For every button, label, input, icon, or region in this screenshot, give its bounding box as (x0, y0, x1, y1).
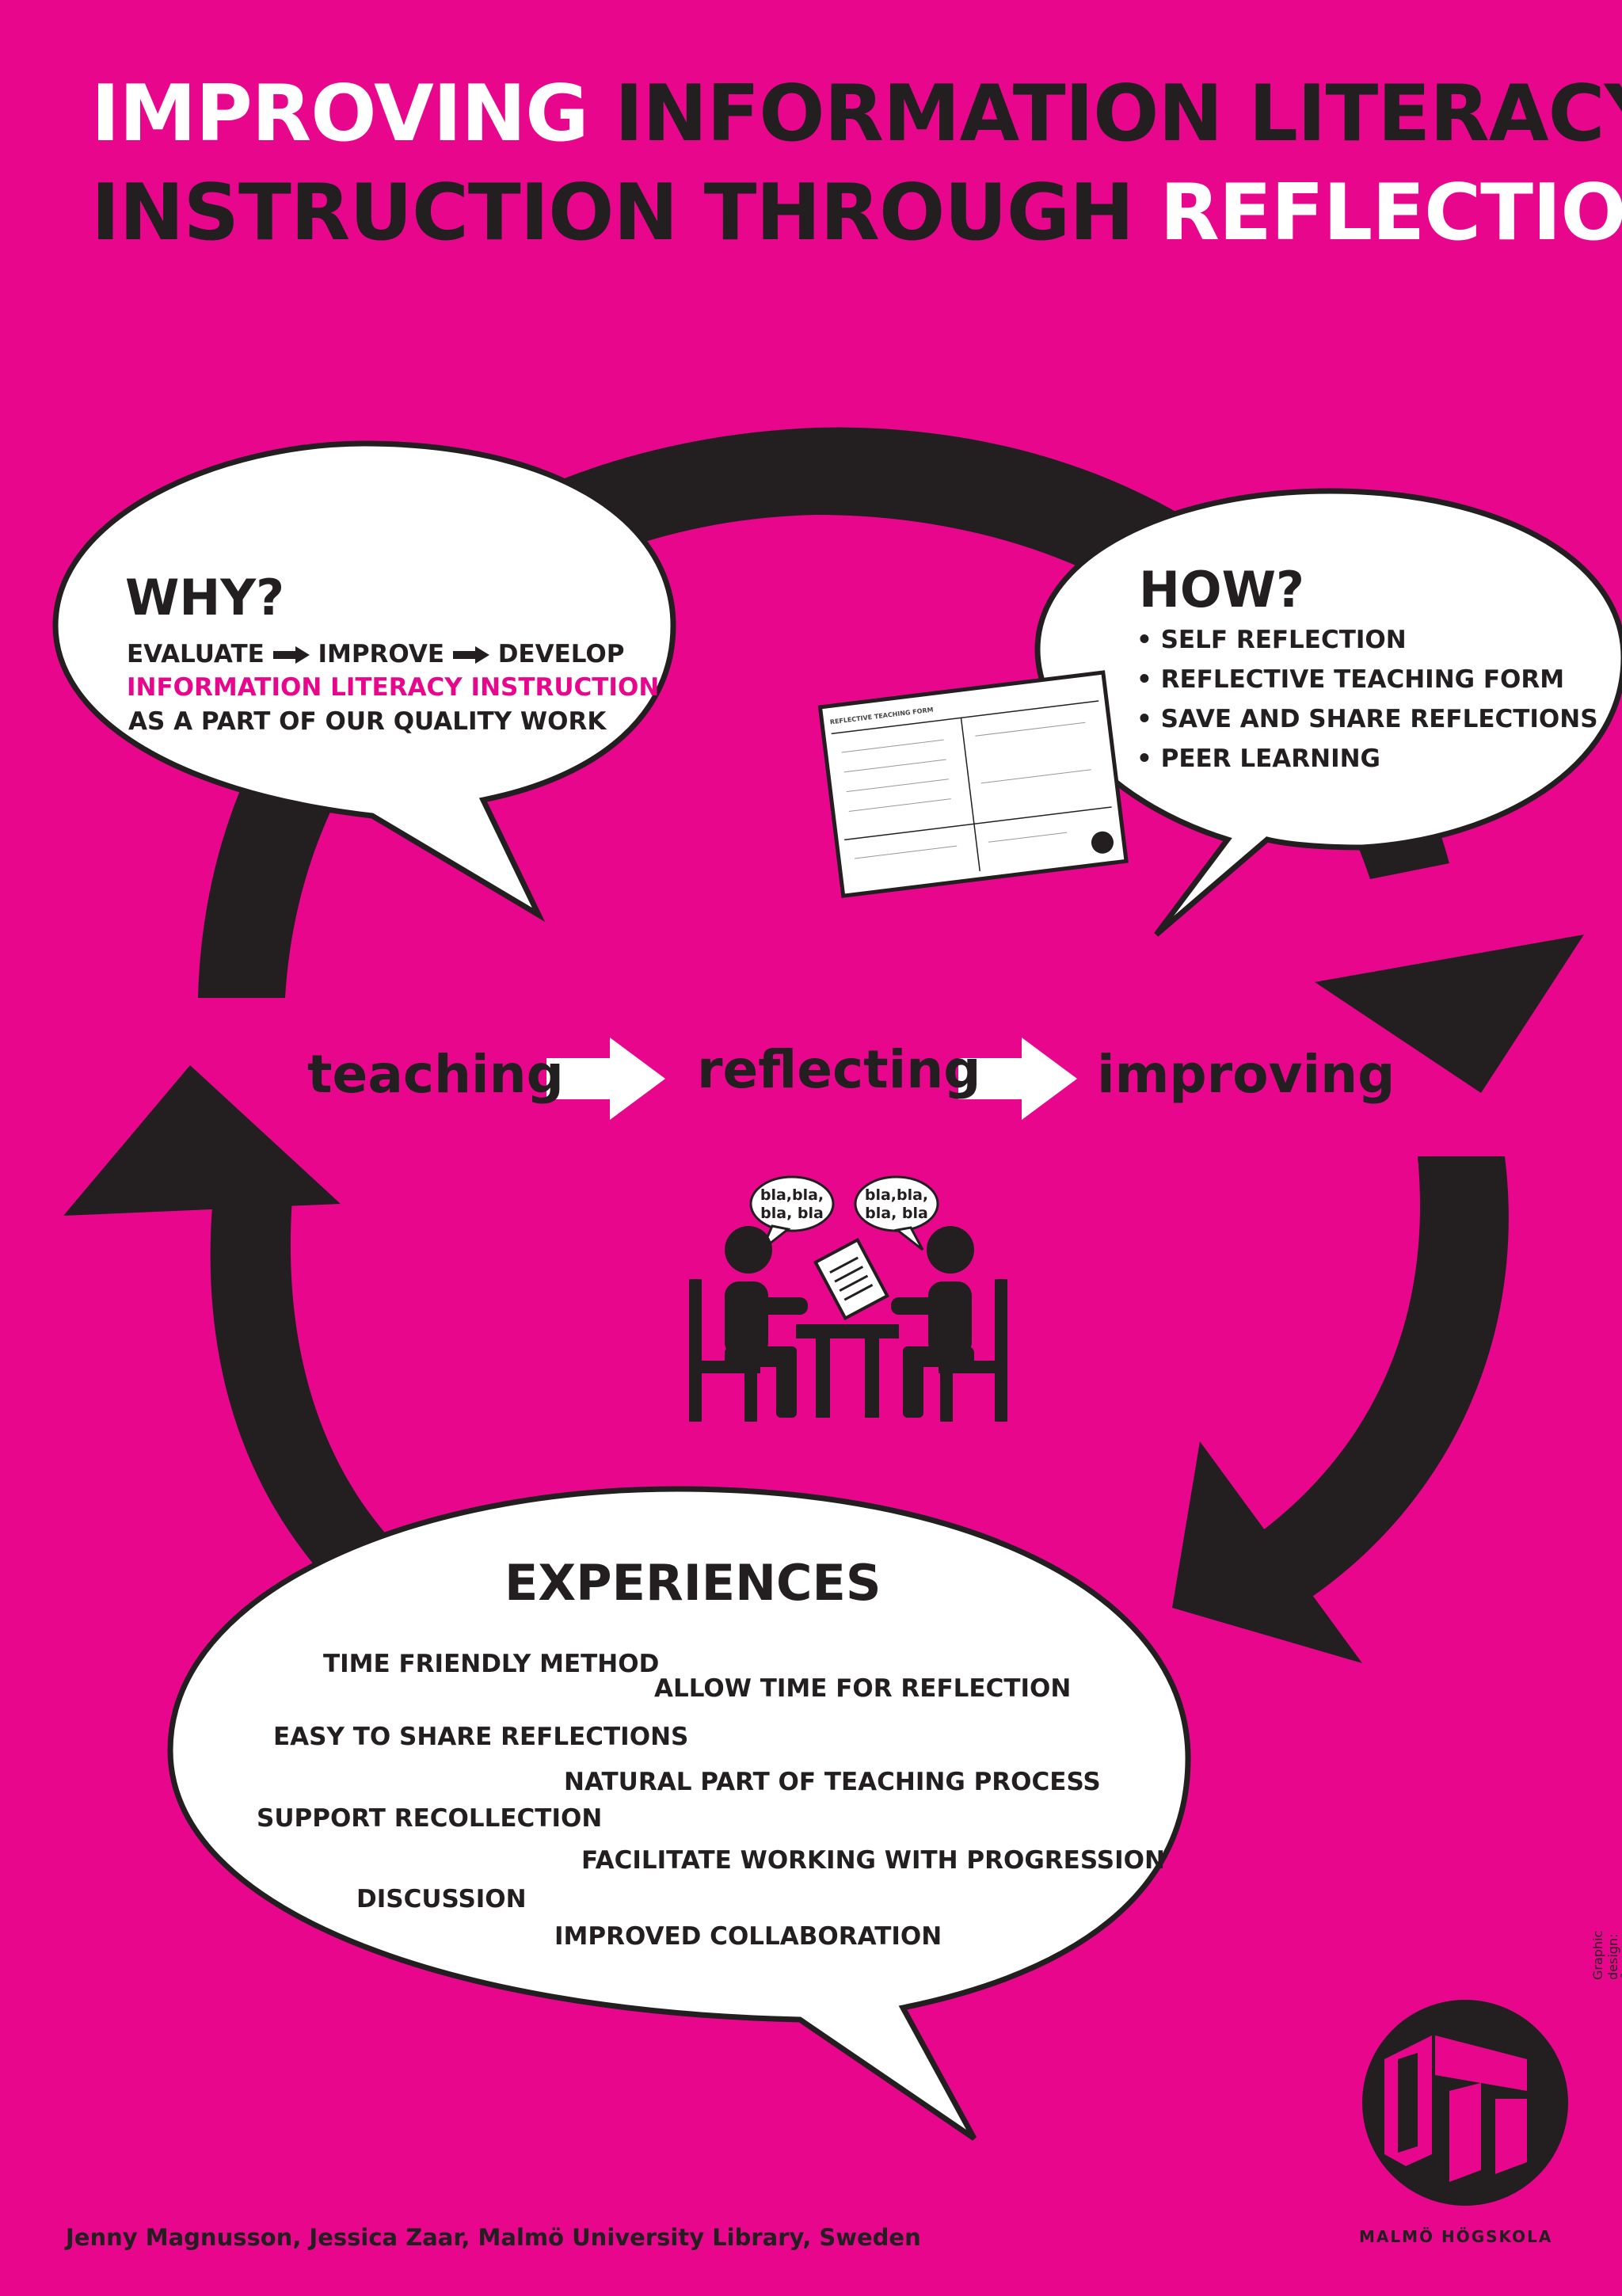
reflective-form-image: REFLECTIVE TEACHING FORM (817, 670, 1129, 898)
how-item-1: • SELF REFLECTION (1137, 626, 1407, 654)
arrow-right-icon (272, 642, 310, 664)
malmo-hogskola-logo (1362, 2000, 1568, 2206)
paper-icon (813, 1237, 889, 1321)
title-instruction-through: INSTRUCTION THROUGH (91, 168, 1134, 258)
why-bubble (52, 440, 676, 922)
talk-left-line2: bla, bla (760, 1205, 824, 1222)
design-credit: Graphic design: Åsa Tosting (1590, 1930, 1622, 1980)
how-item-2: • REFLECTIVE TEACHING FORM (1137, 665, 1565, 694)
experience-item-5: SUPPORT RECOLLECTION (257, 1804, 603, 1833)
experience-item-1: TIME FRIENDLY METHOD (323, 1650, 660, 1678)
why-step-develop: DEVELOP (497, 640, 625, 668)
title-line-2: INSTRUCTION THROUGH REFLECTION (91, 174, 1622, 252)
how-heading: HOW? (1139, 561, 1304, 619)
logo-text: MALMÖ HÖGSKOLA (1359, 2227, 1553, 2246)
people-at-table-icon (689, 1226, 1007, 1422)
talk-left-line1: bla,bla, (760, 1186, 824, 1204)
flow-arrow-1 (546, 1038, 665, 1120)
title-reflection: REFLECTION (1159, 168, 1622, 258)
title-improving: IMPROVING (91, 69, 589, 159)
talk-right-line2: bla, bla (865, 1205, 928, 1222)
experience-item-8: IMPROVED COLLABORATION (554, 1922, 942, 1951)
talk-bubble-right (854, 1175, 939, 1232)
talk-bubble-left (749, 1175, 835, 1232)
title-information-literacy: INFORMATION LITERACY (614, 69, 1622, 159)
why-line3: AS A PART OF OUR QUALITY WORK (128, 707, 607, 736)
experience-item-3: EASY TO SHARE REFLECTIONS (273, 1723, 689, 1751)
cycle-arrow-left (210, 1188, 388, 1568)
why-steps: EVALUATE IMPROVE DEVELOP (127, 640, 625, 668)
cycle-arrow-top-head (1315, 935, 1584, 1093)
why-step-evaluate: EVALUATE (127, 640, 265, 668)
how-bubble (1034, 488, 1622, 937)
experiences-bubble (167, 1486, 1191, 2141)
experiences-heading: EXPERIENCES (504, 1554, 881, 1612)
flow-improving: improving (1097, 1044, 1395, 1105)
authors: Jenny Magnusson, Jessica Zaar, Malmö Uni… (66, 2224, 921, 2251)
how-item-3: • SAVE AND SHARE REFLECTIONS (1137, 705, 1598, 733)
flow-reflecting: reflecting (697, 1039, 981, 1100)
experience-item-2: ALLOW TIME FOR REFLECTION (654, 1674, 1072, 1703)
arrow-right-icon (452, 642, 489, 664)
cycle-arrow-right (1243, 1156, 1509, 1616)
how-item-4: • PEER LEARNING (1137, 744, 1381, 773)
experience-item-4: NATURAL PART OF TEACHING PROCESS (564, 1768, 1101, 1796)
experience-item-6: FACILITATE WORKING WITH PROGRESSION (581, 1846, 1165, 1875)
flow-teaching: teaching (307, 1044, 564, 1105)
why-heading: WHY? (125, 569, 285, 626)
experience-item-7: DISCUSSION (356, 1885, 527, 1913)
why-step-improve: IMPROVE (318, 640, 445, 668)
title-line-1: IMPROVING INFORMATION LITERACY (91, 75, 1622, 153)
cycle-arrow-right-head (1172, 1441, 1362, 1663)
why-highlight: INFORMATION LITERACY INSTRUCTION (127, 673, 660, 702)
flow-arrow-2 (958, 1038, 1077, 1120)
talk-right-line1: bla,bla, (865, 1186, 928, 1204)
cycle-arrow-left-head (63, 1065, 341, 1216)
